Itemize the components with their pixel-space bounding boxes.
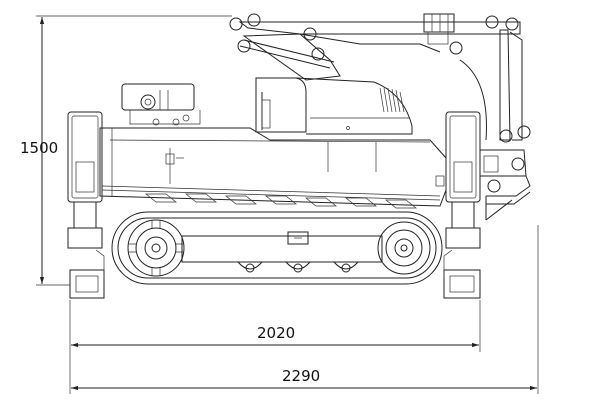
vent-grille: [379, 87, 405, 113]
chassis-panels: [145, 193, 417, 209]
track-inner-outline: [117, 217, 437, 279]
winch-housing: [121, 83, 195, 111]
track-length-dimension: 2020: [69, 300, 481, 352]
outrigger-right-leg: [445, 111, 481, 203]
drive-sprocket: [127, 219, 185, 277]
boom-pivot-left: [247, 13, 261, 27]
engine-cover: [255, 77, 413, 135]
front-mast: [499, 29, 511, 141]
overall-length-dimension: 2290: [69, 225, 539, 394]
hydraulic-cylinder: [239, 45, 331, 69]
outrigger-left-leg: [67, 111, 103, 203]
crawler-track: [111, 211, 443, 285]
outrigger-left: [67, 111, 105, 299]
idler-wheel: [377, 221, 431, 275]
hood-right: [295, 77, 413, 135]
outrigger-left-lower: [67, 227, 103, 249]
hood-left: [255, 77, 307, 133]
outrigger-right-foot: [443, 269, 481, 299]
winch-unit: [121, 83, 201, 126]
track-outer-outline: [111, 211, 443, 285]
outrigger-right: [443, 111, 481, 299]
overall-length-label: 2290: [282, 367, 320, 385]
outrigger-right-lower: [445, 227, 481, 249]
level-gauge: [165, 148, 184, 184]
height-dimension: 1500: [20, 15, 232, 286]
track-length-label: 2020: [257, 324, 295, 342]
upper-boom: [238, 21, 521, 35]
track-frame-bracket: [287, 231, 309, 245]
chassis-body: [99, 127, 447, 209]
mast-brace: [459, 59, 487, 141]
track-frame: [181, 235, 383, 263]
track-rollers: [237, 261, 359, 273]
height-label: 1500: [20, 139, 58, 157]
front-attachment: [479, 149, 531, 221]
crane-boom: [229, 13, 531, 221]
boom-pivot-right: [485, 15, 499, 29]
outrigger-left-foot: [69, 269, 105, 299]
hook-block: [423, 13, 463, 55]
boom-base-arm: [242, 33, 341, 81]
